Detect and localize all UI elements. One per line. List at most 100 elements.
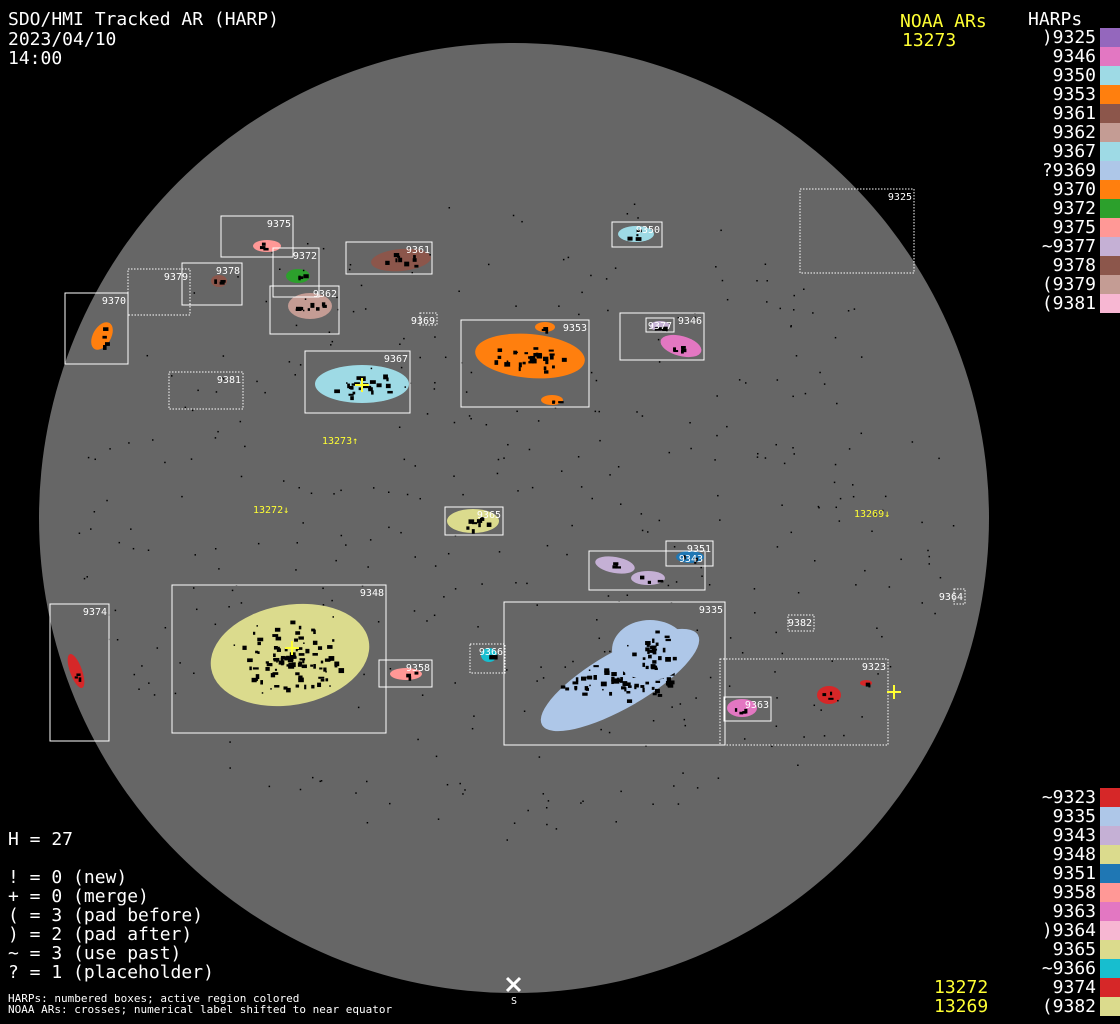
pore	[234, 644, 236, 646]
legend-item: )9364	[1000, 921, 1120, 940]
harp-box-9369[interactable]: 9369	[411, 313, 437, 327]
pore	[558, 305, 560, 307]
pore	[710, 677, 712, 679]
pore	[358, 707, 360, 709]
sunspot	[398, 258, 402, 262]
pore	[929, 563, 931, 565]
pore	[819, 372, 821, 374]
sunspot	[292, 662, 296, 667]
pore	[312, 777, 314, 779]
legend-label: )9325	[1042, 28, 1096, 47]
pore	[256, 625, 258, 627]
pore	[106, 500, 108, 502]
pore	[727, 299, 729, 301]
pore	[658, 339, 660, 341]
pore	[563, 259, 565, 261]
pore	[349, 269, 351, 271]
sunspot	[350, 396, 354, 400]
pore	[676, 581, 678, 583]
pore	[820, 709, 822, 711]
sunspot	[609, 692, 612, 696]
legend-swatch	[1100, 180, 1120, 199]
pore	[119, 542, 121, 544]
sunspot	[620, 677, 623, 680]
sunspot	[249, 667, 251, 671]
pore	[419, 498, 421, 500]
pore	[716, 395, 718, 397]
pore	[890, 666, 892, 668]
pore	[515, 582, 517, 584]
sunspot	[658, 694, 662, 697]
legend-item: (9379	[1000, 275, 1120, 294]
pore	[861, 716, 863, 718]
pore	[793, 309, 795, 311]
sunspot	[601, 682, 607, 687]
legend-label: (9379	[1042, 275, 1096, 294]
pore	[503, 457, 505, 459]
pore	[477, 626, 479, 628]
sunspot	[565, 687, 569, 690]
stats-list: ! = 0 (new)+ = 0 (merge)( = 3 (pad befor…	[8, 868, 214, 982]
pore	[241, 476, 243, 478]
pore	[216, 391, 218, 393]
legend-item: 9363	[1000, 902, 1120, 921]
sunspot	[640, 576, 644, 580]
pore	[777, 379, 779, 381]
harp-box-9377[interactable]: 9377	[646, 318, 674, 332]
harp-label: 9325	[888, 192, 912, 203]
sunspot	[257, 638, 263, 642]
pore	[722, 280, 724, 282]
pore	[921, 522, 923, 524]
pore	[580, 802, 582, 804]
pore	[472, 728, 474, 730]
legend-swatch	[1100, 161, 1120, 180]
sunspot	[626, 691, 630, 693]
pore	[470, 418, 472, 420]
legend-swatch	[1100, 123, 1120, 142]
pore	[422, 694, 424, 696]
harp-label: 9363	[745, 700, 769, 711]
sunspot	[648, 581, 651, 584]
pore	[223, 355, 225, 357]
sunspot	[313, 664, 316, 669]
sunspot	[298, 636, 303, 639]
harp-box-9382[interactable]: 9382	[788, 615, 814, 631]
pore	[217, 431, 219, 433]
pore	[506, 669, 508, 671]
legend-swatch	[1100, 66, 1120, 85]
pore	[784, 463, 786, 465]
sunspot	[735, 708, 737, 712]
pore	[404, 459, 406, 461]
sunspot	[311, 685, 314, 689]
sunspot	[299, 653, 305, 656]
sunspot	[593, 665, 598, 667]
legend-label: 9350	[1053, 66, 1096, 85]
sunspot	[290, 621, 295, 625]
pore	[536, 604, 538, 606]
sunspot	[582, 693, 587, 696]
pore	[596, 619, 598, 621]
sunspot	[612, 565, 616, 568]
sunspot	[868, 684, 870, 687]
pore	[464, 789, 466, 791]
pore	[782, 653, 784, 655]
pore	[600, 729, 602, 731]
legend-item: 9348	[1000, 845, 1120, 864]
pore	[669, 452, 671, 454]
pore	[582, 801, 584, 803]
harp-box-9364[interactable]: 9364	[939, 589, 965, 604]
harp-label: 9361	[406, 245, 430, 256]
harp-label: 9378	[216, 266, 240, 277]
pore	[791, 532, 793, 534]
sunspot	[627, 237, 632, 241]
pore	[647, 531, 649, 533]
pore	[427, 413, 429, 415]
sunspot	[334, 389, 340, 393]
legend-swatch	[1100, 864, 1120, 883]
pore	[572, 661, 574, 663]
sunspot	[642, 688, 644, 692]
legend-item: ~9377	[1000, 237, 1120, 256]
pore	[499, 551, 501, 553]
pore	[546, 807, 548, 809]
pore	[618, 466, 620, 468]
